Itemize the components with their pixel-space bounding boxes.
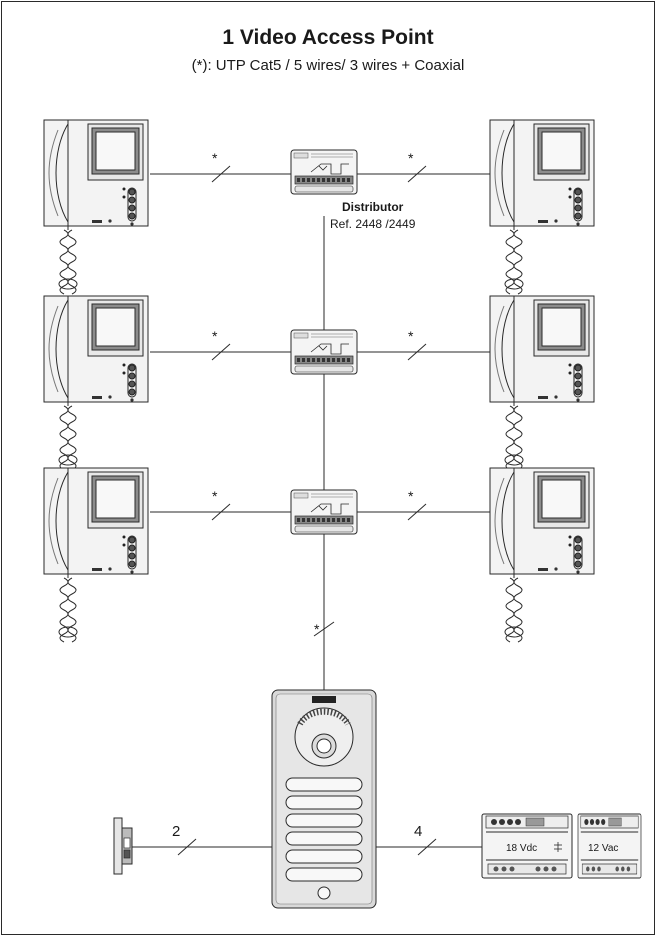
psu-symbol-icon: [554, 842, 562, 852]
distributor-ref: Ref. 2448 /2449: [330, 217, 416, 231]
monitor-icon-floor3-left: [43, 467, 149, 643]
monitor-icon-floor2-left: [43, 295, 149, 471]
wire-star-1b: *: [408, 150, 414, 166]
distributor-box-icon-1: [290, 149, 358, 195]
psu-wire-count: 4: [414, 823, 422, 840]
distributor-name: Distributor: [342, 200, 404, 214]
riser-wire-slash: [313, 621, 335, 637]
riser-wire-star: *: [314, 621, 320, 637]
door-lock-icon: [113, 817, 133, 875]
monitor-icon-floor1-right: [489, 119, 595, 295]
wire-star-1a: *: [212, 150, 218, 166]
lock-wire-count: 2: [172, 823, 180, 840]
psu-12vac-label: 12 Vac: [588, 843, 618, 854]
monitor-icon-floor2-right: [489, 295, 595, 471]
monitor-icon-floor3-right: [489, 467, 595, 643]
floor-wiring: [150, 165, 490, 521]
psu-wire-slash: [417, 838, 437, 856]
diagram-subtitle: (*): UTP Cat5 / 5 wires/ 3 wires + Coaxi…: [192, 57, 465, 74]
wire-star-3b: *: [408, 488, 414, 504]
distributor-box-icon-3: [290, 489, 358, 535]
wire-star-3a: *: [212, 488, 218, 504]
lock-wire-slash: [177, 838, 197, 856]
distributor-box-icon-2: [290, 329, 358, 375]
wire-star-2b: *: [408, 328, 414, 344]
psu-18vdc-label: 18 Vdc: [506, 843, 537, 854]
door-panel-icon: [271, 689, 377, 909]
wire-star-2a: *: [212, 328, 218, 344]
diagram-title: 1 Video Access Point: [222, 26, 433, 49]
monitor-icon-floor1-left: [43, 119, 149, 295]
